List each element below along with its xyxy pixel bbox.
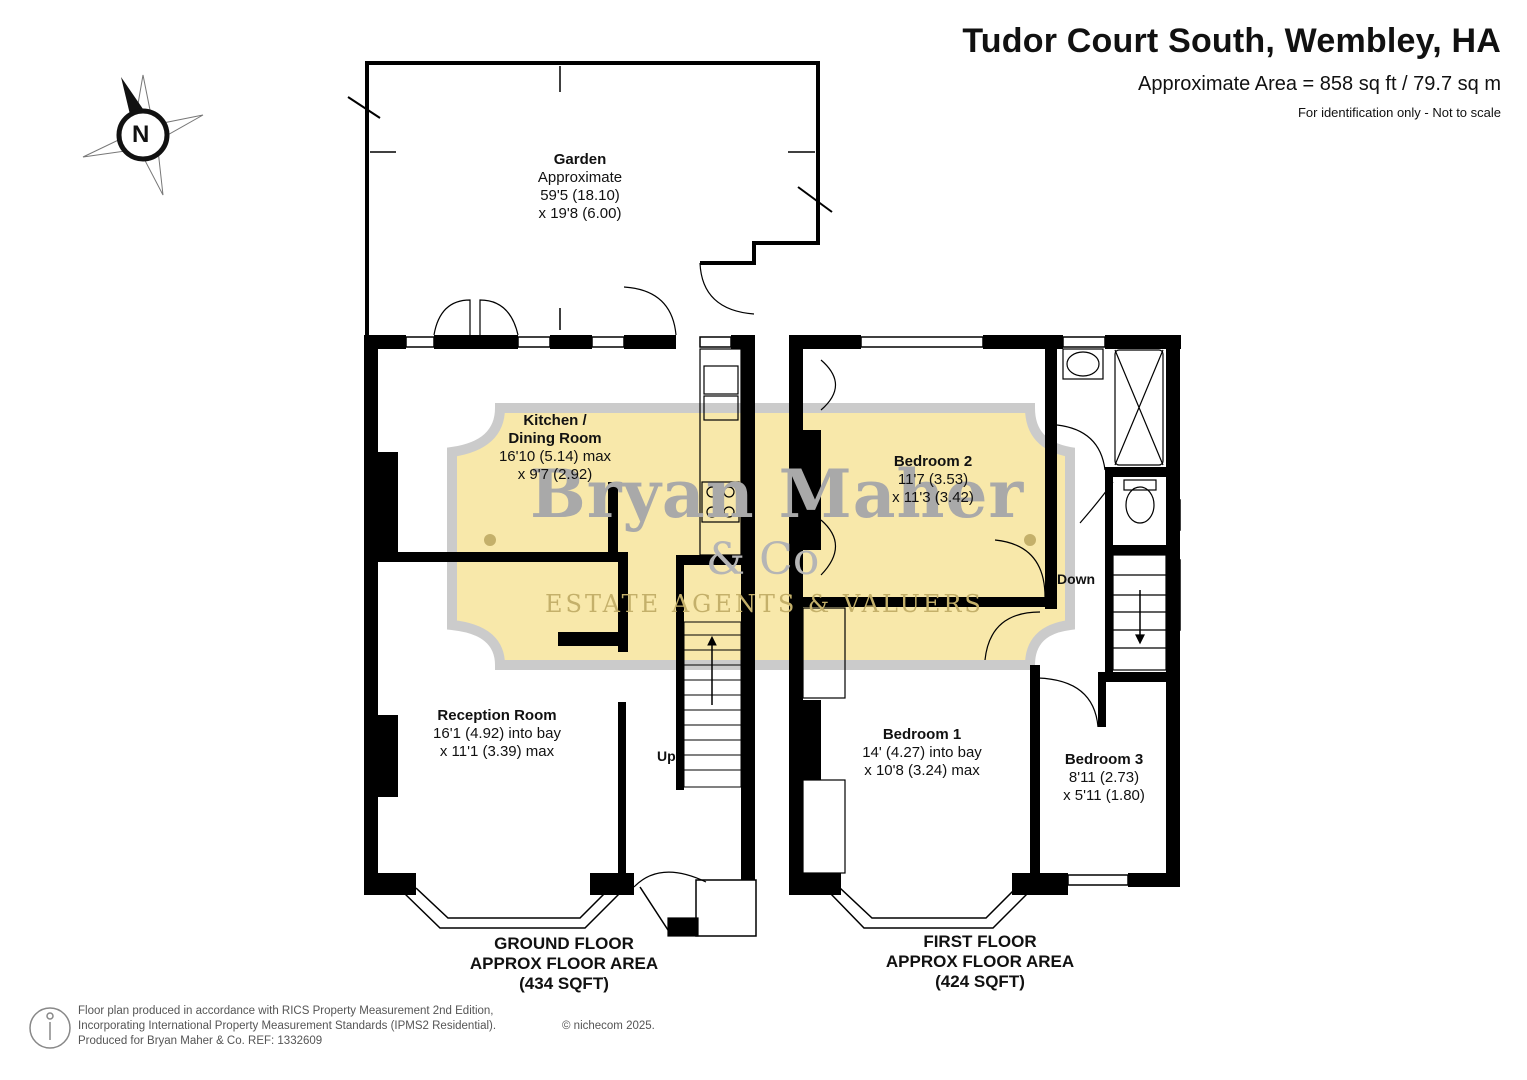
room-name: Kitchen / — [523, 412, 587, 429]
footer-line: Produced for Bryan Maher & Co. REF: 1332… — [78, 1035, 323, 1047]
room-dimension: x 5'11 (1.80) — [1063, 787, 1145, 804]
footer-line: Incorporating International Property Mea… — [78, 1020, 497, 1032]
stairs-up-label: Up — [657, 748, 676, 764]
compass-icon — [82, 74, 204, 196]
room-dimension: x 11'1 (3.39) max — [439, 743, 555, 760]
room-detail: Approximate — [537, 169, 623, 186]
first-floor-windows — [829, 336, 1181, 929]
room-name: Bedroom 2 — [893, 453, 973, 470]
room-name: Reception Room — [437, 707, 557, 724]
room-dimension: 59'5 (18.10) — [540, 187, 620, 204]
room-garden: Garden Approximate 59'5 (18.10) x 19'8 (… — [538, 151, 622, 223]
floor-area-value: (434 SQFT) — [519, 974, 609, 993]
garden-outline — [347, 61, 833, 335]
room-dimension: 16'10 (5.14) max — [498, 448, 612, 465]
room-dimension: x 11'3 (3.42) — [892, 489, 974, 506]
first-floor-fixtures — [802, 348, 1167, 874]
copyright: © nichecom 2025. — [562, 1020, 655, 1032]
ground-floor-walls — [364, 335, 755, 895]
ground-floor-label: GROUND FLOOR APPROX FLOOR AREA (434 SQFT… — [470, 934, 658, 994]
room-dimension: 14' (4.27) into bay — [862, 744, 982, 761]
room-bedroom-2: Bedroom 2 11'7 (3.53) x 11'3 (3.42) — [892, 453, 974, 507]
kitchen-fixtures — [699, 348, 742, 556]
footer-line: Floor plan produced in accordance with R… — [78, 1005, 494, 1017]
page-title: Tudor Court South, Wembley, HA — [962, 22, 1501, 60]
room-name: Bedroom 3 — [1064, 751, 1144, 768]
room-dimension: 16'1 (4.92) into bay — [433, 725, 561, 742]
watermark-co: & Co — [706, 534, 820, 585]
room-bedroom-3: Bedroom 3 8'11 (2.73) x 5'11 (1.80) — [1063, 751, 1145, 805]
footer-notes: Floor plan produced in accordance with R… — [78, 1004, 496, 1049]
watermark-name: Bryan Maher — [530, 455, 1025, 533]
compass-label: N — [132, 121, 150, 148]
floor-name: FIRST FLOOR — [923, 932, 1037, 951]
ground-stairs — [683, 621, 742, 788]
first-floor-label: FIRST FLOOR APPROX FLOOR AREA (424 SQFT) — [886, 932, 1074, 992]
room-dimension: x 9'7 (2.92) — [517, 466, 593, 483]
floor-area-caption: APPROX FLOOR AREA — [469, 954, 659, 973]
room-bedroom-1: Bedroom 1 14' (4.27) into bay x 10'8 (3.… — [862, 726, 982, 780]
floor-area-caption: APPROX FLOOR AREA — [885, 952, 1075, 971]
room-name: Bedroom 1 — [882, 726, 962, 743]
area-summary: Approximate Area = 858 sq ft / 79.7 sq m — [1138, 73, 1501, 95]
room-dimension: 11'7 (3.53) — [897, 471, 969, 488]
scale-note: For identification only - Not to scale — [1297, 105, 1501, 120]
floor-area-value: (424 SQFT) — [935, 972, 1025, 991]
room-dimension: x 10'8 (3.24) max — [864, 762, 980, 779]
first-floor-walls — [789, 335, 1181, 895]
room-dimension: x 19'8 (6.00) — [538, 205, 622, 222]
room-kitchen: Kitchen / Dining Room 16'10 (5.14) max x… — [499, 412, 611, 484]
stairs-down-label: Down — [1057, 571, 1096, 587]
ground-floor-doors — [433, 262, 755, 937]
room-reception: Reception Room 16'1 (4.92) into bay x 11… — [433, 707, 561, 761]
room-name: Garden — [553, 151, 607, 168]
person-icon — [29, 1007, 71, 1049]
floor-name: GROUND FLOOR — [494, 934, 634, 953]
room-dimension: 8'11 (2.73) — [1068, 769, 1140, 786]
watermark-tagline: ESTATE AGENTS & VALUERS — [545, 590, 984, 618]
room-name: Dining Room — [508, 430, 602, 447]
